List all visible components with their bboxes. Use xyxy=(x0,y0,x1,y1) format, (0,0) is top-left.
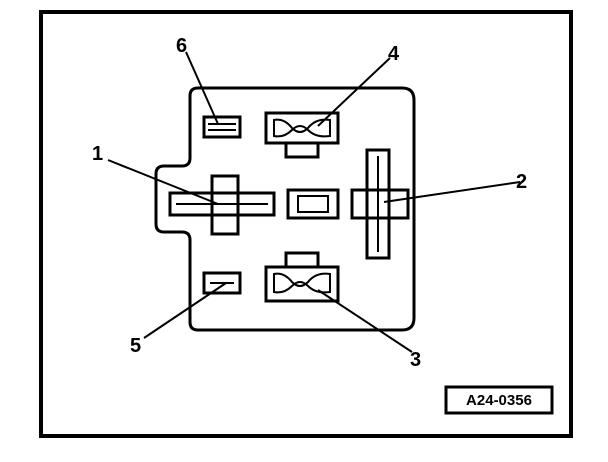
callout-2: 2 xyxy=(516,171,527,193)
leader-line-6 xyxy=(185,51,219,125)
terminal-4-large xyxy=(264,111,340,159)
leader-lines xyxy=(107,51,521,353)
callout-5: 5 xyxy=(130,335,141,357)
terminal-1-horizontal xyxy=(168,174,276,236)
leader-line-5 xyxy=(143,282,227,339)
callout-3: 3 xyxy=(410,349,421,371)
terminal-2-vertical xyxy=(350,148,410,260)
relay-housing xyxy=(154,86,416,332)
leader-line-3 xyxy=(317,289,413,353)
terminal-center-small xyxy=(286,188,340,220)
terminal-5-small-flat xyxy=(202,271,242,295)
leader-line-4 xyxy=(317,57,391,127)
outer-frame xyxy=(39,10,573,438)
terminal-3-large xyxy=(264,251,340,303)
callout-6: 6 xyxy=(176,35,187,57)
figure-id-box: A24-0356 xyxy=(444,385,554,415)
callout-1: 1 xyxy=(92,143,103,165)
figure-id-label: A24-0356 xyxy=(466,392,532,409)
callout-4: 4 xyxy=(388,43,400,65)
leader-line-2 xyxy=(383,181,521,203)
terminal-6-small-flat xyxy=(202,115,242,139)
leader-line-1 xyxy=(107,159,219,205)
